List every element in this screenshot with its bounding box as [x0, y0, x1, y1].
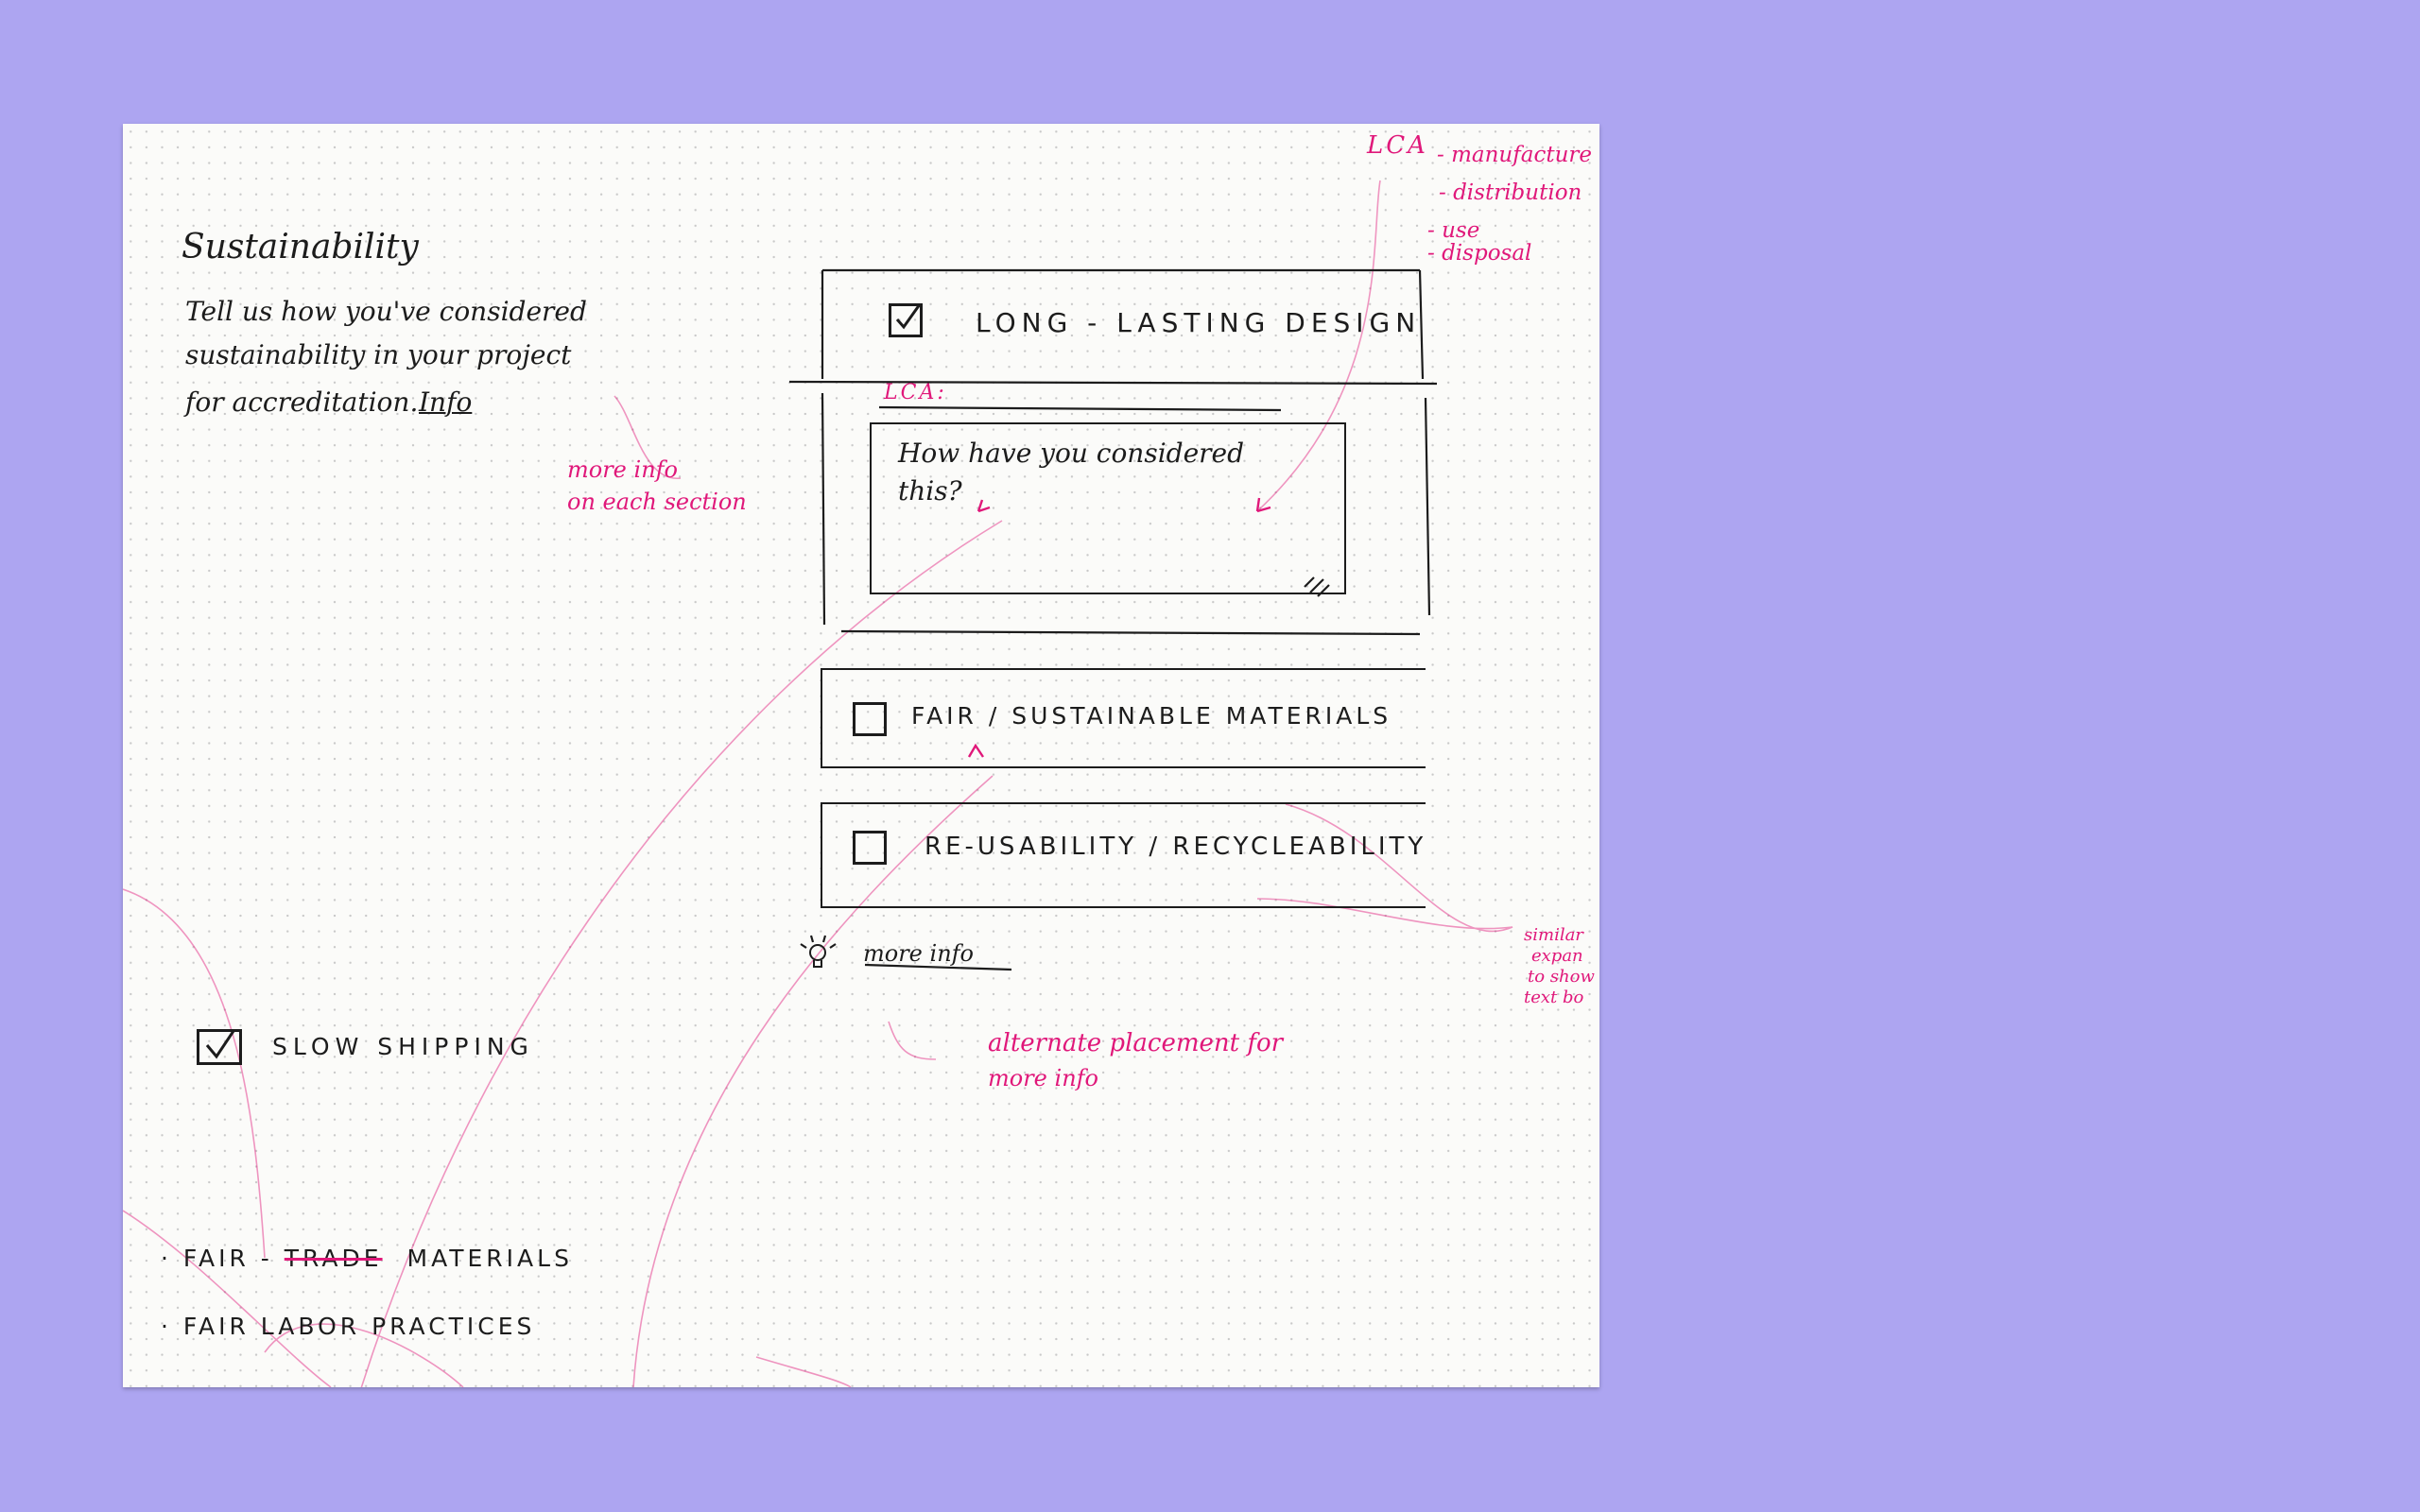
annotation-lines [123, 180, 1513, 1387]
bullet-2-text: FAIR LABOR PRACTICES [182, 1313, 536, 1340]
bullet-dot: · [161, 1245, 172, 1272]
more-info-link[interactable]: more info [863, 940, 974, 967]
alternate-note-line-2: more info [988, 1065, 1098, 1091]
more-info-note-line-1: more info [567, 456, 678, 483]
slow-shipping-label: SLOW SHIPPING [272, 1033, 534, 1060]
bullet-1-part-b: MATERIALS [406, 1245, 573, 1272]
intro-line-3: for accreditation. [185, 387, 419, 418]
alternate-note-line-1: alternate placement for [988, 1029, 1284, 1057]
bullet-fair-labor: · FAIR LABOR PRACTICES [161, 1313, 535, 1340]
side-note-line-2: expan [1531, 946, 1583, 966]
slow-shipping-checkbox[interactable] [197, 1027, 242, 1065]
fair-materials-checkbox[interactable] [853, 702, 887, 736]
checkmark-icon [895, 303, 922, 330]
considered-textarea[interactable]: How have you considered this? [870, 422, 1346, 594]
long-lasting-checkbox[interactable] [889, 303, 923, 337]
side-note-line-4: text bo [1524, 988, 1584, 1007]
sketch-paper: Sustainability Tell us how you've consid… [123, 124, 1599, 1387]
lightbulb-icon [808, 944, 826, 968]
intro-line-1: Tell us how you've considered [185, 296, 587, 327]
side-note-line-1: similar [1524, 925, 1583, 945]
bullet-dot: · [161, 1313, 172, 1340]
sustainability-title: Sustainability [182, 228, 419, 266]
bullet-fair-trade-materials: · FAIR - TRADE MATERIALS [161, 1245, 573, 1272]
lca-item-use: - use [1427, 218, 1480, 243]
checkmark-icon [205, 1027, 237, 1059]
textarea-placeholder-line-1: How have you considered [898, 438, 1245, 469]
long-lasting-label: LONG - LASTING DESIGN [976, 307, 1422, 338]
info-link[interactable]: Info [419, 387, 473, 418]
intro-line-2: sustainability in your project [185, 339, 572, 370]
reusability-checkbox[interactable] [853, 831, 887, 865]
lca-label: LCA: [884, 381, 947, 404]
fair-materials-label: FAIR / SUSTAINABLE MATERIALS [911, 702, 1392, 730]
reusability-section[interactable] [821, 802, 1426, 908]
lca-item-distribution: - distribution [1439, 180, 1582, 205]
more-info-note-line-2: on each section [567, 489, 747, 515]
lca-item-disposal: - disposal [1427, 241, 1532, 266]
fair-materials-section[interactable] [821, 668, 1426, 768]
side-note-line-3: to show [1528, 967, 1595, 987]
lca-item-manufacture: - manufacture [1437, 143, 1592, 167]
reusability-label: RE-USABILITY / RECYCLEABILITY [925, 833, 1427, 861]
bullet-1-part-a: FAIR - [182, 1245, 273, 1272]
lca-heading: LCA [1367, 131, 1428, 160]
textarea-placeholder-line-2: this? [898, 475, 962, 507]
bullet-1-struck: TRADE [284, 1245, 383, 1272]
